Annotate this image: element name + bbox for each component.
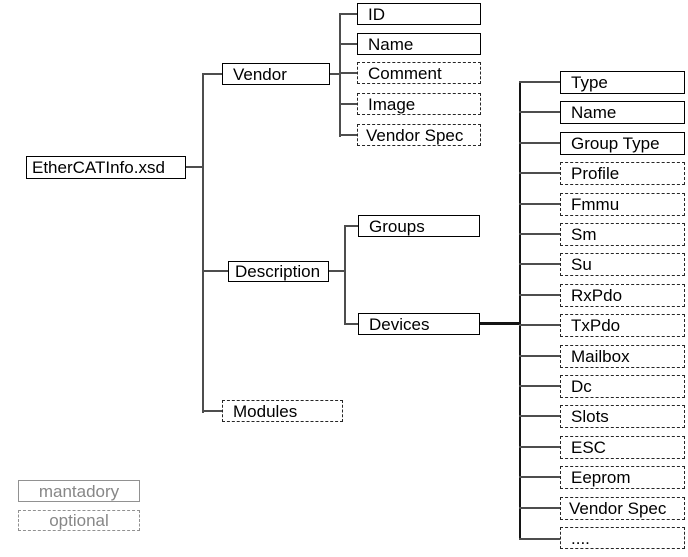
connector-vendor-right xyxy=(329,73,341,75)
legend-optional-box: optional xyxy=(18,510,140,531)
node-device-more: .... xyxy=(560,527,685,549)
node-vendor-image: Image xyxy=(357,93,481,115)
node-device-sm: Sm xyxy=(560,223,685,246)
connector-device-child-stub xyxy=(519,203,560,205)
node-device-type: Type xyxy=(560,71,685,94)
connector-devices-vertical xyxy=(519,81,521,540)
connector-device-child-stub xyxy=(519,81,560,83)
connector-main-vertical xyxy=(202,73,204,413)
connector-device-child-stub xyxy=(519,142,560,144)
legend-mandatory-box: mantadory xyxy=(18,480,140,502)
connector-device-child-stub xyxy=(519,538,560,540)
connector-vendorspec-stub xyxy=(339,134,357,136)
node-groups: Groups xyxy=(358,215,480,237)
node-device-name: Name xyxy=(560,101,685,124)
connector-comment-stub xyxy=(339,72,357,74)
connector-device-child-stub xyxy=(519,385,560,387)
node-devices: Devices xyxy=(358,313,480,335)
node-description: Description xyxy=(228,261,329,282)
node-device-fmmu: Fmmu xyxy=(560,193,685,216)
node-vendor-vendor-spec: Vendor Spec xyxy=(357,124,481,146)
node-vendor-id: ID xyxy=(357,3,481,25)
connector-vendor-stub xyxy=(202,73,222,75)
node-device-txpdo: TxPdo xyxy=(560,314,685,337)
node-device-rxpdo: RxPdo xyxy=(560,284,685,307)
node-device-slots: Slots xyxy=(560,405,685,428)
connector-device-child-stub xyxy=(519,355,560,357)
node-vendor-name: Name xyxy=(357,33,481,55)
connector-device-child-stub xyxy=(519,415,560,417)
connector-id-stub xyxy=(339,13,357,15)
connector-device-child-stub xyxy=(519,476,560,478)
node-device-esc: ESC xyxy=(560,436,685,459)
node-vendor-comment: Comment xyxy=(357,62,481,84)
connector-device-child-stub xyxy=(519,507,560,509)
connector-description-right xyxy=(328,270,346,272)
connector-root-stub xyxy=(185,166,203,168)
connector-name-stub xyxy=(339,43,357,45)
node-device-mailbox: Mailbox xyxy=(560,345,685,368)
connector-device-child-stub xyxy=(519,294,560,296)
connector-image-stub xyxy=(339,103,357,105)
connector-devices-long xyxy=(480,322,521,325)
connector-devices-stub xyxy=(344,323,358,325)
connector-device-child-stub xyxy=(519,324,560,326)
node-device-group-type: Group Type xyxy=(560,132,685,155)
connector-groups-stub xyxy=(344,225,358,227)
connector-device-child-stub xyxy=(519,111,560,113)
connector-description-stub xyxy=(202,270,228,272)
node-device-eeprom: Eeprom xyxy=(560,466,685,489)
connector-description-vertical xyxy=(344,225,346,325)
connector-device-child-stub xyxy=(519,446,560,448)
node-modules: Modules xyxy=(222,400,343,422)
connector-device-child-stub xyxy=(519,172,560,174)
node-device-dc: Dc xyxy=(560,375,685,398)
connector-device-child-stub xyxy=(519,233,560,235)
connector-vendor-vertical xyxy=(339,13,341,137)
node-device-vendor-spec: Vendor Spec xyxy=(560,497,685,520)
node-device-su: Su xyxy=(560,253,685,276)
node-vendor: Vendor xyxy=(222,63,330,85)
connector-modules-stub xyxy=(202,410,222,412)
node-device-profile: Profile xyxy=(560,162,685,185)
connector-device-child-stub xyxy=(519,263,560,265)
node-ethercatinfo-xsd: EtherCATInfo.xsd xyxy=(26,156,186,179)
